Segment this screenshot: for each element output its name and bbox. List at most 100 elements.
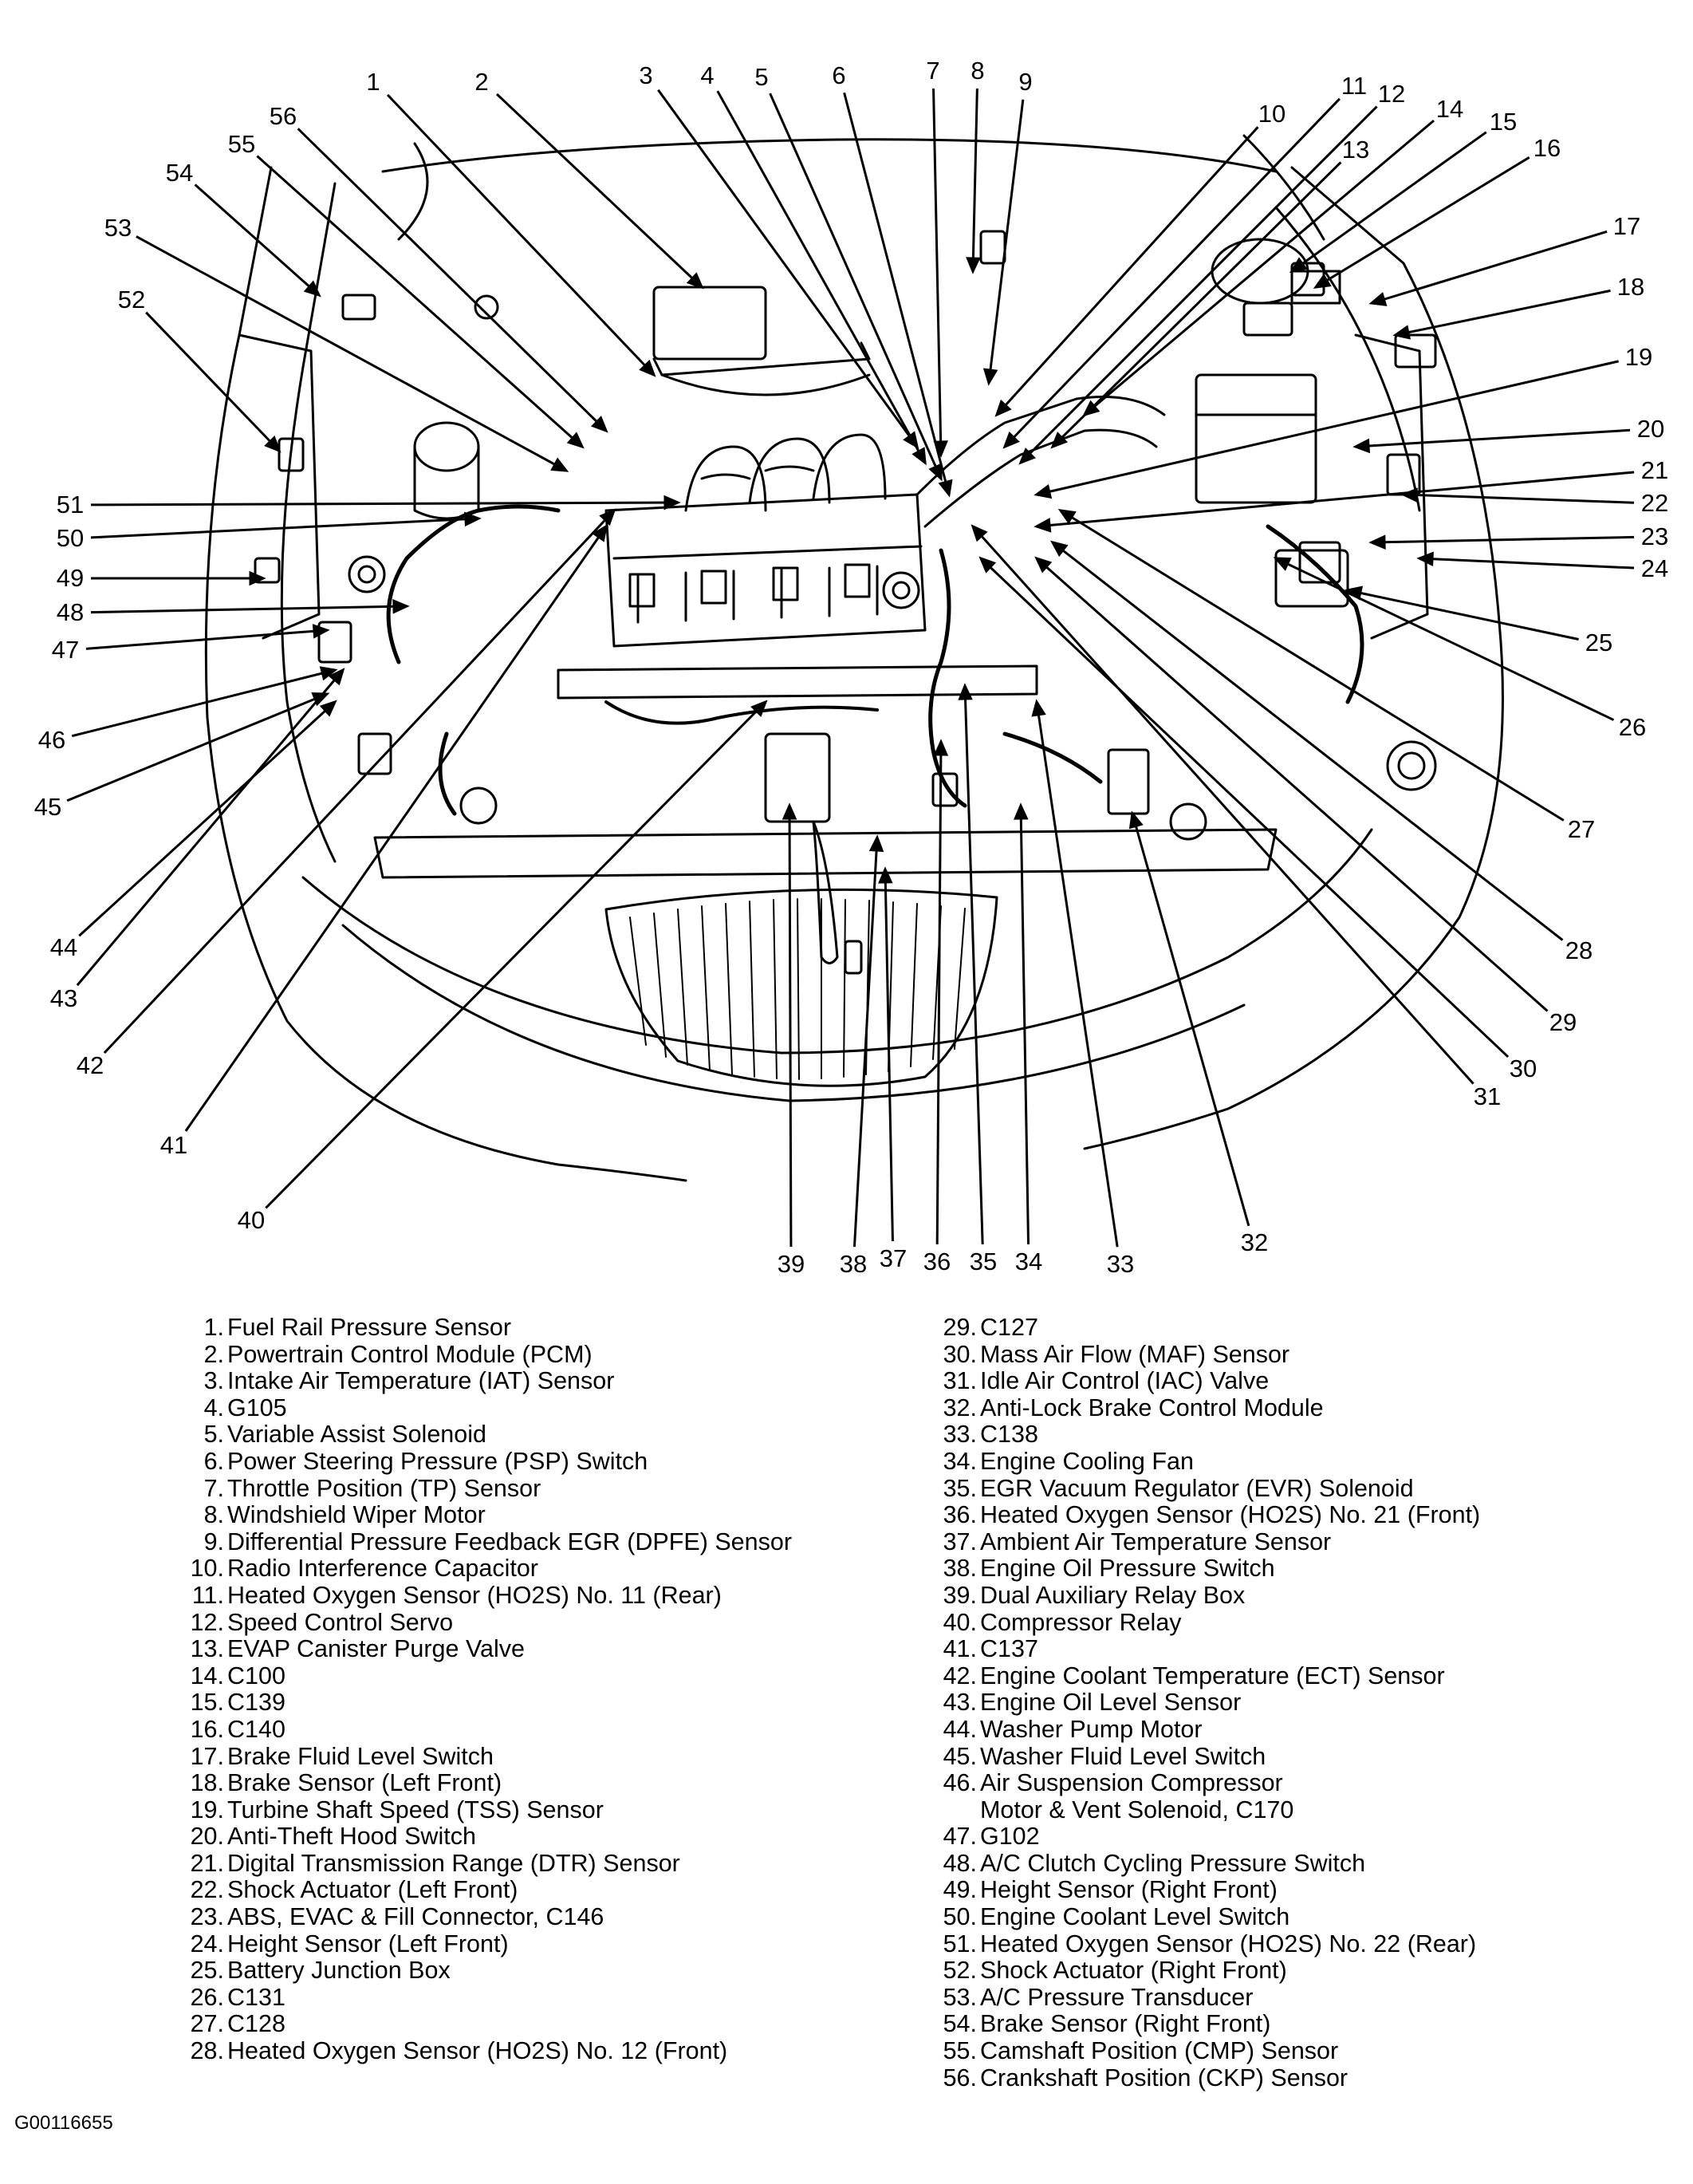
callout-number: 43: [49, 984, 78, 1012]
legend-text: Brake Sensor (Left Front): [227, 1769, 502, 1797]
legend-text: C137: [980, 1635, 1038, 1663]
callout-number: 11: [1341, 72, 1368, 100]
legend-item: 51.Heated Oxygen Sensor (HO2S) No. 22 (R…: [927, 1930, 1480, 1958]
callout-leader-line: [297, 128, 608, 432]
callout-leader-line: [1051, 161, 1342, 448]
legend-item: 28.Heated Oxygen Sensor (HO2S) No. 12 (F…: [174, 2037, 792, 2065]
callout-leader-line: [495, 93, 703, 289]
callout-number: 38: [839, 1250, 868, 1278]
legend-number: 24.: [190, 1930, 224, 1957]
callout-leader-line: [1019, 805, 1030, 1245]
legend-number: 39.: [943, 1581, 977, 1609]
callout-arrowhead: [1368, 534, 1386, 550]
callout-arrowhead: [1050, 432, 1069, 449]
callout-number: 4: [700, 61, 715, 89]
legend-text: Digital Transmission Range (DTR) Sensor: [227, 1849, 680, 1877]
callout-leader-line: [843, 92, 951, 495]
callout-leader-line: [1355, 428, 1631, 448]
legend-text: C140: [227, 1715, 285, 1743]
legend-number: 46.: [943, 1769, 977, 1797]
legend-text: Anti-Theft Hood Switch: [227, 1823, 476, 1851]
callout-leader-line: [85, 629, 328, 650]
legend-text: Windshield Wiper Motor: [227, 1501, 486, 1529]
legend-item: 1.Fuel Rail Pressure Sensor: [174, 1314, 792, 1342]
callout-leader-line: [884, 869, 894, 1242]
legend-number: 23.: [190, 1903, 224, 1931]
callout-arrowhead: [311, 692, 330, 707]
legend-text: G102: [980, 1823, 1040, 1851]
callout-leader-line: [935, 741, 943, 1245]
legend-item: 22.Shock Actuator (Left Front): [174, 1877, 792, 1904]
legend-text: Engine Cooling Fan: [980, 1447, 1194, 1475]
callout-number: 54: [165, 159, 194, 187]
legend-text: Height Sensor (Right Front): [980, 1876, 1278, 1904]
callout-number: 30: [1509, 1055, 1537, 1082]
legend-item: 2.Powertrain Control Module (PCM): [174, 1341, 792, 1369]
callout-leader-line: [265, 700, 767, 1209]
legend-item: 48.A/C Clutch Cycling Pressure Switch: [927, 1850, 1480, 1878]
legend-item: 12.Speed Control Servo: [174, 1609, 792, 1637]
callout-arrowhead: [319, 666, 338, 681]
legend-text: Idle Air Control (IAC) Valve: [980, 1367, 1270, 1395]
callout-leader-line: [716, 90, 927, 463]
legend-number: 31.: [943, 1367, 977, 1395]
callout-leader-line: [66, 692, 328, 802]
callout-arrowhead: [938, 479, 953, 498]
callout-number: 20: [1636, 415, 1665, 443]
callout-leader-line: [769, 93, 943, 479]
callout-arrowhead: [1034, 518, 1052, 533]
callout-arrowhead: [1034, 484, 1053, 499]
legend-number: 10.: [190, 1555, 224, 1583]
legend-item: 37.Ambient Air Temperature Sensor: [927, 1528, 1480, 1556]
callout-number: 42: [76, 1051, 104, 1079]
callout-leader-line: [103, 509, 616, 1055]
callout-number: 9: [1018, 68, 1033, 96]
callout-leader-lines: [66, 88, 1635, 1248]
legend-text: Engine Oil Pressure Switch: [980, 1555, 1275, 1583]
legend-number: 13.: [190, 1635, 224, 1663]
callout-arrowhead: [750, 700, 768, 717]
callout-number: 49: [56, 564, 85, 592]
callout-leader-line: [1036, 360, 1619, 496]
legend-text: C139: [227, 1689, 285, 1717]
callout-leader-line: [1131, 813, 1250, 1227]
legend-text: Heated Oxygen Sensor (HO2S) No. 12 (Fron…: [227, 2037, 728, 2065]
callout-leader-line: [145, 311, 281, 452]
callout-number: 45: [33, 793, 62, 821]
legend-item: 29.C127: [927, 1314, 1480, 1342]
callout-arrowhead: [686, 272, 704, 290]
callout-number: 21: [1640, 456, 1669, 484]
legend-item: 47.G102: [927, 1823, 1480, 1851]
callout-arrowhead: [966, 257, 981, 274]
legend-number: 30.: [943, 1340, 977, 1368]
legend-item: 42.Engine Coolant Temperature (ECT) Sens…: [927, 1662, 1480, 1690]
legend-number: 38.: [943, 1555, 977, 1583]
callout-leader-line: [1347, 589, 1579, 641]
legend-number: 16.: [190, 1715, 224, 1743]
legend-text: Ambient Air Temperature Sensor: [980, 1528, 1332, 1555]
callout-arrowhead: [1057, 509, 1077, 525]
legend-number: 4.: [203, 1394, 224, 1421]
callout-arrowhead: [868, 834, 884, 852]
legend-number: 33.: [943, 1421, 977, 1449]
legend-number: 53.: [943, 1983, 977, 2011]
callout-number: 32: [1240, 1228, 1269, 1256]
callout-arrowhead: [978, 556, 997, 574]
callout-arrowhead: [1082, 400, 1100, 417]
callout-number: 26: [1618, 713, 1647, 741]
callout-arrowhead: [1128, 810, 1144, 830]
callout-number: 17: [1612, 212, 1641, 240]
callout-leader-line: [90, 605, 408, 614]
legend-item: 34.Engine Cooling Fan: [927, 1447, 1480, 1476]
legend-item: 43.Engine Oil Level Sensor: [927, 1689, 1480, 1717]
callout-arrowhead: [1392, 325, 1411, 340]
legend-number: 9.: [203, 1528, 224, 1555]
legend-text: Air Suspension Compressor: [980, 1769, 1283, 1797]
callout-arrowhead: [1416, 551, 1434, 567]
legend-number: 43.: [943, 1689, 977, 1717]
callout-leader-line: [1052, 541, 1564, 941]
callout-leader-line: [932, 88, 943, 455]
legend-item: 6.Power Steering Pressure (PSP) Switch: [174, 1448, 792, 1476]
callout-number: 33: [1106, 1250, 1135, 1278]
